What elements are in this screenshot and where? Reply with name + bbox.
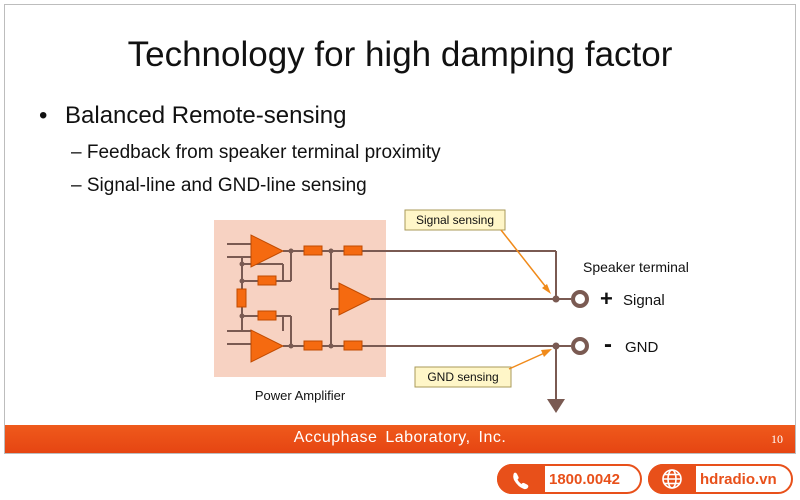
signal-sensing-arrow [500,229,550,292]
differential-amplifier [338,282,373,316]
signal-sensing-arrowhead [542,284,551,294]
power-amplifier-label: Power Amplifier [255,388,346,403]
page-number: 10 [771,432,783,446]
sub-bullet-marker: – [71,142,82,163]
junction-dots [239,248,560,350]
plus-symbol: + [600,286,613,311]
footer-bar: Accuphase Laboratory, Inc. 10 [5,425,795,453]
amplifier-diagram: Signal sensing GND sensing Speaker termi… [214,209,689,413]
bottom-amplifier [250,329,285,363]
gnd-label: GND [625,339,659,356]
signal-label: Signal [623,292,665,309]
speaker-terminal-label: Speaker terminal [583,259,689,275]
gnd-terminal [571,337,589,355]
gnd-sensing-label: GND sensing [427,370,498,384]
gnd-sensing-arrow [508,350,550,370]
globe-icon-wrap [648,464,696,494]
bullet-text: Balanced Remote-sensing [65,102,347,129]
globe-icon [662,469,682,489]
sub-bullet-item: – Feedback from speaker terminal proximi… [71,142,441,164]
minus-symbol: - [604,331,612,358]
gnd-sensing-callout [414,366,512,388]
signal-sensing-label: Signal sensing [416,213,494,227]
website-link: hdradio.vn [700,471,777,488]
footer-text: Accuphase Laboratory, Inc. [293,429,507,446]
slide-title: Technology for high damping factor [127,35,673,74]
signal-sensing-callout [404,209,506,231]
slide: Technology for high damping factor • Bala… [4,4,796,454]
phone-number: 1800.0042 [549,471,620,488]
ground-arrow [547,399,565,413]
phone-icon-wrap [497,464,545,494]
sub-bullet-item: – Signal-line and GND-line sensing [71,175,367,197]
phone-contact-button[interactable]: 1800.0042 [497,464,642,494]
bullet-item: • Balanced Remote-sensing [39,102,347,130]
sub-bullet-text: Signal-line and GND-line sensing [86,175,367,196]
top-amplifier [250,234,285,268]
signal-terminal [571,290,589,308]
sub-bullet-marker: – [71,175,82,196]
gnd-sensing-arrowhead [541,349,552,357]
phone-icon [513,472,529,490]
sub-bullet-text: Feedback from speaker terminal proximity [86,142,441,163]
bullet-marker: • [39,102,48,129]
website-contact-button[interactable]: hdradio.vn [648,464,793,494]
resistors [236,245,363,351]
